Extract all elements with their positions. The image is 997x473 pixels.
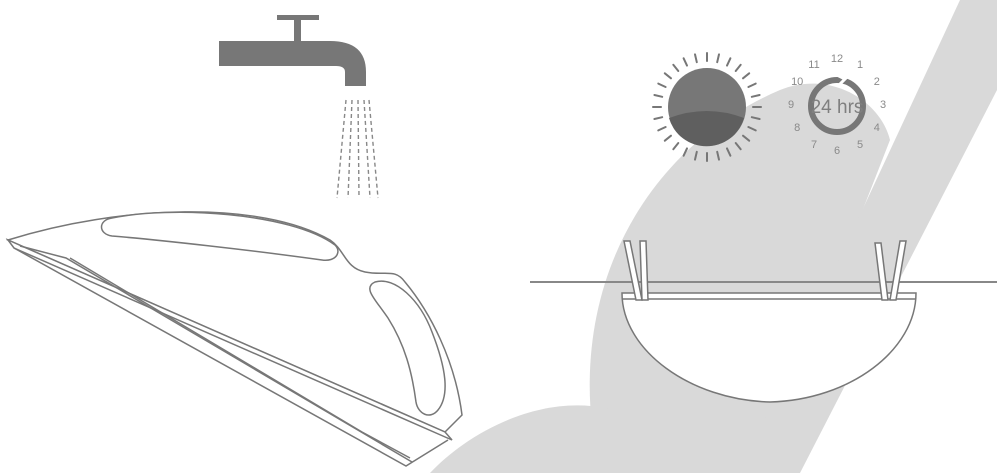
sun-ray [736, 65, 741, 71]
sun-ray [684, 58, 687, 65]
clock-number: 1 [857, 59, 863, 71]
sun-ray [752, 95, 760, 97]
clock-number: 12 [831, 53, 843, 65]
clock-number: 5 [857, 139, 863, 151]
mop-pad-icon [8, 212, 462, 466]
clock-center-label: 24 hrs [811, 97, 864, 118]
sun-ray [658, 127, 665, 130]
sun-ray [654, 117, 662, 119]
water-stream-icon [337, 100, 378, 198]
clock-number: 11 [808, 59, 819, 71]
sun-ray [654, 95, 662, 97]
sun-ray [743, 73, 749, 78]
sun-ray [727, 58, 730, 65]
clock-number: 10 [791, 76, 803, 88]
sun-ray [673, 143, 678, 149]
sun-ray [717, 54, 719, 62]
sun-ray [665, 73, 671, 78]
clock-number: 4 [874, 122, 880, 134]
clock-number: 3 [880, 99, 886, 111]
faucet-icon [219, 15, 366, 86]
clock-number: 8 [794, 122, 800, 134]
clock-number: 2 [874, 76, 880, 88]
sun-ray [665, 136, 671, 141]
sun-ray [673, 65, 678, 71]
clock-number: 7 [811, 139, 817, 151]
sun-ray [695, 54, 697, 62]
clock-number: 6 [834, 145, 840, 157]
clock-number: 9 [788, 99, 794, 111]
sun-ray [748, 84, 755, 87]
sun-ray [658, 84, 665, 87]
